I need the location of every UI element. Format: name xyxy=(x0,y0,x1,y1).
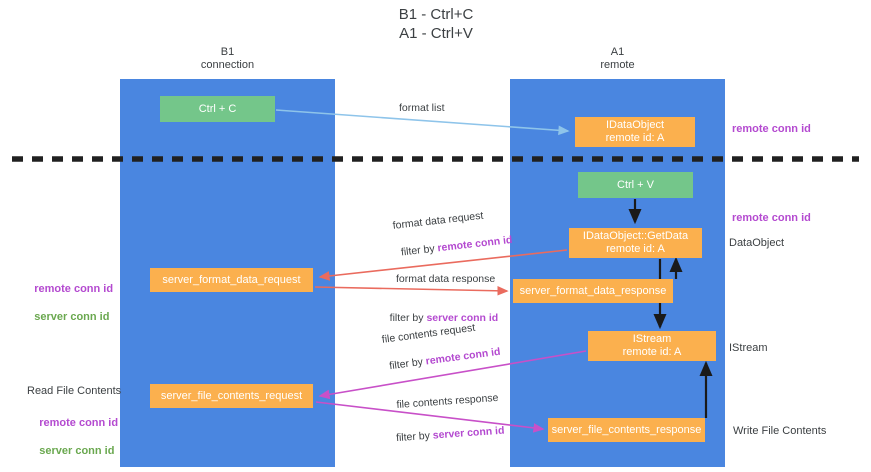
node-ctrl-v[interactable]: Ctrl + V xyxy=(578,172,693,198)
filter-prefix: filter by xyxy=(395,429,434,445)
annotation-dataobject: DataObject xyxy=(729,237,785,249)
annotation-read-file-contents: Read File Contents xyxy=(27,385,122,397)
annotation-left-conn-ids-2: remote conn id server conn id xyxy=(27,402,118,472)
node-server-format-data-response[interactable]: server_format_data_response xyxy=(513,279,673,303)
annotation-remote-conn-id-mid: remote conn id xyxy=(732,212,811,224)
edge-label-file-contents-response-filter: filter by server conn id xyxy=(383,410,506,460)
annotation-left-server-conn-id-2: server conn id xyxy=(39,445,115,457)
node-server-file-contents-response[interactable]: server_file_contents_response xyxy=(548,418,705,442)
annotation-write-file-contents: Write File Contents xyxy=(733,425,827,437)
node-ctrl-c[interactable]: Ctrl + C xyxy=(160,96,275,122)
annotation-remote-conn-id-top: remote conn id xyxy=(732,123,811,135)
filter-key-server-conn-id: server conn id xyxy=(426,312,499,324)
node-istream[interactable]: IStream remote id: A xyxy=(588,331,716,361)
filter-prefix: filter by xyxy=(400,242,439,259)
swimlane-title-b1: B1 connection xyxy=(200,46,255,71)
node-idataobject[interactable]: IDataObject remote id: A xyxy=(575,117,695,147)
edge-label-format-data-response-filter: filter by server conn id xyxy=(378,297,499,339)
filter-key-remote-conn-id: remote conn id xyxy=(436,233,513,255)
node-server-file-contents-request[interactable]: server_file_contents_request xyxy=(150,384,313,408)
edge-label-file-contents-response: file contents response xyxy=(396,391,499,411)
filter-key-remote-conn-id: remote conn id xyxy=(424,345,502,368)
swimlane-title-a1: A1 remote xyxy=(600,46,635,71)
annotation-left-server-conn-id: server conn id xyxy=(34,311,110,323)
page-title: B1 - Ctrl+C A1 - Ctrl+V xyxy=(398,6,474,42)
filter-key-server-conn-id: server conn id xyxy=(432,424,505,442)
edge-label-format-list: format list xyxy=(399,102,445,114)
annotation-left-conn-ids: remote conn id server conn id xyxy=(22,268,113,338)
node-server-format-data-request[interactable]: server_format_data_request xyxy=(150,268,313,292)
edge-label-format-data-response: format data response xyxy=(396,273,496,285)
annotation-left-remote-conn-id: remote conn id xyxy=(34,283,114,295)
filter-prefix: filter by xyxy=(389,312,427,324)
node-idataobject-getdata[interactable]: IDataObject::GetData remote id: A xyxy=(569,228,702,258)
filter-prefix: filter by xyxy=(388,355,427,373)
annotation-istream: IStream xyxy=(729,342,768,354)
annotation-left-remote-conn-id-2: remote conn id xyxy=(39,417,119,429)
